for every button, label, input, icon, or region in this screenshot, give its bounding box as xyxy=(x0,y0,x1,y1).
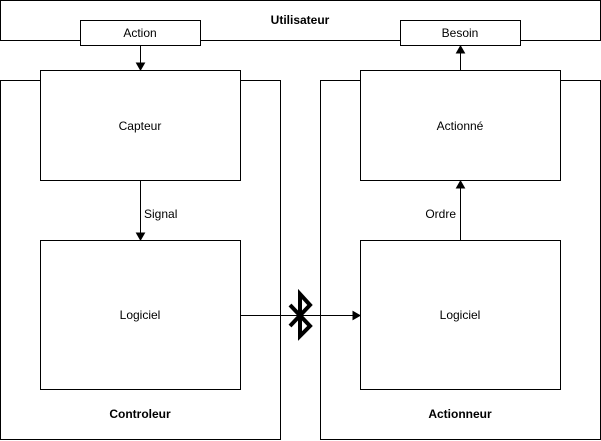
controller-label: Controleur xyxy=(109,407,171,421)
arrow-actuated-to-need xyxy=(455,44,466,70)
sensor-box: Capteur xyxy=(40,70,241,181)
arrow-software-to-actuated xyxy=(455,179,466,240)
action-box: Action xyxy=(80,20,201,46)
need-box: Besoin xyxy=(400,20,521,46)
actuated-box: Actionné xyxy=(360,70,561,181)
arrow-action-to-sensor xyxy=(135,46,146,72)
bluetooth-icon xyxy=(288,288,313,341)
user-label: Utilisateur xyxy=(271,13,330,27)
arrow-sensor-to-software xyxy=(135,181,146,242)
sensor-label: Capteur xyxy=(119,119,162,133)
action-label: Action xyxy=(123,26,156,40)
order-label: Ordre xyxy=(425,207,456,221)
signal-label: Signal xyxy=(144,207,177,221)
controller-software-label: Logiciel xyxy=(120,308,161,322)
controller-software-box: Logiciel xyxy=(40,240,241,390)
actuator-container-label: Actionneur xyxy=(428,407,492,421)
actuator-software-box: Logiciel xyxy=(360,240,561,390)
need-label: Besoin xyxy=(442,26,479,40)
actuator-software-label: Logiciel xyxy=(440,308,481,322)
actuated-label: Actionné xyxy=(437,119,484,133)
